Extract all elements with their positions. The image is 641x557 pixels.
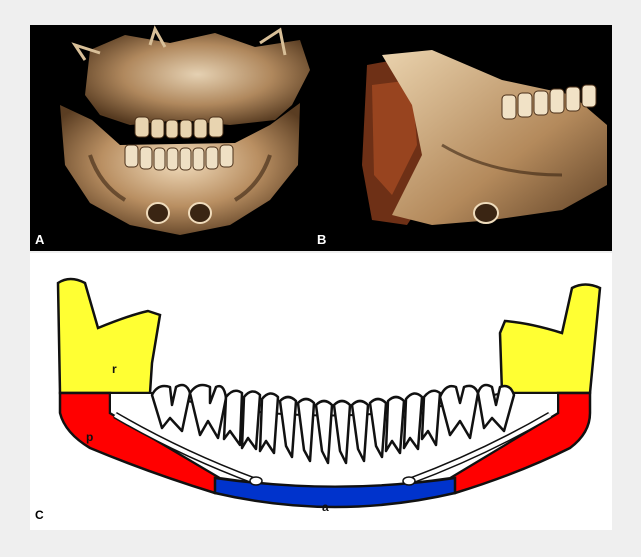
ct-frontal-image (30, 25, 325, 251)
ct-lateral-panel: B (312, 25, 612, 251)
panel-label-b: B (317, 232, 326, 247)
mandible-schematic: r p a (30, 253, 612, 530)
ramus-region-left (58, 279, 160, 393)
ct-lateral-image (312, 25, 612, 251)
ct-frontal-panel: A (30, 25, 325, 251)
region-label-a: a (322, 500, 329, 514)
region-label-p: p (86, 430, 93, 444)
region-label-r: r (112, 362, 117, 376)
mandible-schematic-panel: r p a C (30, 253, 612, 530)
panel-label-c: C (35, 508, 44, 522)
ramus-region-right (500, 285, 600, 394)
panel-label-a: A (35, 232, 44, 247)
